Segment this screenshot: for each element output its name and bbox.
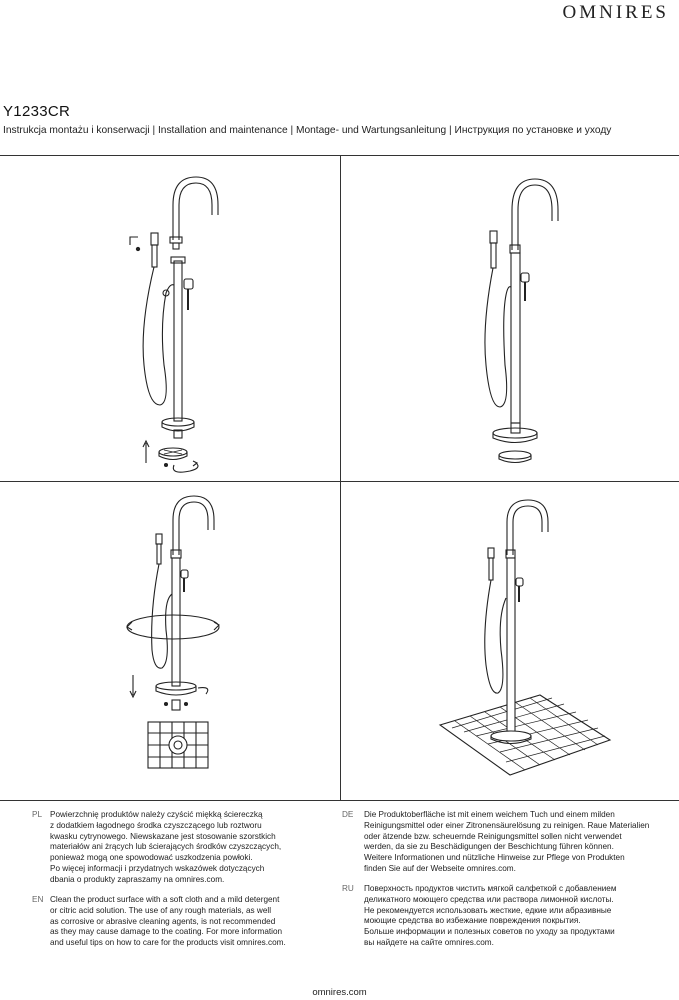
maintenance-text-ru: Поверхность продуктов чистить мягкой сал…: [364, 884, 616, 949]
grid-horizontal-divider: [0, 481, 679, 482]
step-3-illustration: [126, 495, 220, 769]
text-line: вы найдете на сайте omnires.com.: [364, 937, 494, 947]
grid-bottom-divider: [0, 800, 679, 801]
lang-code-ru: RU: [342, 884, 354, 893]
maintenance-text-pl: Powierzchnię produktów należy czyścić mi…: [50, 810, 281, 886]
text-line: Die Produktoberfläche ist mit einem weic…: [364, 810, 615, 819]
text-line: Reinigungsmittel oder einer Zitronensäur…: [364, 820, 650, 830]
step-2-illustration: [484, 178, 559, 464]
text-line: Больше информации и полезных советов по …: [364, 927, 615, 937]
grid-vertical-divider: [340, 155, 341, 800]
text-line: z dodatkiem łagodnego środka czyszcząceg…: [50, 820, 262, 830]
model-number: Y1233CR: [3, 103, 71, 120]
text-line: oder ätzende bzw. scheuernde Reinigungsm…: [364, 831, 622, 841]
text-line: Поверхность продуктов чистить мягкой сал…: [364, 884, 617, 893]
text-line: Clean the product surface with a soft cl…: [50, 895, 280, 904]
text-line: Powierzchnię produktów należy czyścić mi…: [50, 810, 263, 819]
brand-logo: OMNIRES: [562, 2, 669, 23]
text-line: Не рекомендуется использовать жесткие, е…: [364, 905, 612, 915]
text-line: моющие средства во избежание повреждения…: [364, 916, 581, 926]
text-line: dbania o produkty zapraszamy na omnires.…: [50, 874, 225, 884]
text-line: деликатного моющего средства или раствор…: [364, 894, 614, 904]
lang-code-pl: PL: [32, 810, 43, 819]
text-line: materiałów ani żrących lub ścierających …: [50, 842, 282, 852]
footer-url: omnires.com: [312, 987, 367, 998]
text-line: kwasku cytrynowego. Niewskazane jest sto…: [50, 831, 276, 841]
text-line: and useful tips on how to care for the p…: [50, 938, 286, 948]
lang-code-en: EN: [32, 895, 44, 904]
step-1-illustration: [129, 176, 219, 473]
document-subtitle: Instrukcja montażu i konserwacji | Insta…: [3, 125, 612, 136]
text-line: Weitere Informationen und nützliche Hinw…: [364, 853, 625, 863]
text-line: werden, da sie zu Beschädigungen der Bes…: [364, 842, 614, 852]
maintenance-text-en: Clean the product surface with a soft cl…: [50, 895, 286, 949]
step-4-illustration: [438, 499, 612, 776]
lang-code-de: DE: [342, 810, 354, 819]
text-line: Po więcej informacji i przydatnych wskaz…: [50, 863, 265, 873]
allen-key-icon: [129, 236, 138, 245]
header-divider: [0, 155, 679, 156]
maintenance-text-de: Die Produktoberfläche ist mit einem weic…: [364, 810, 649, 875]
text-line: finden Sie auf der Webseite omnires.com.: [364, 863, 516, 873]
text-line: ponieważ mogą one spowodować uszkodzenia…: [50, 853, 253, 863]
text-line: as corrosive or abrasive cleaning agents…: [50, 916, 276, 926]
text-line: or citric acid solution. The use of any …: [50, 905, 272, 915]
text-line: as they may cause damage to the coating.…: [50, 927, 283, 937]
